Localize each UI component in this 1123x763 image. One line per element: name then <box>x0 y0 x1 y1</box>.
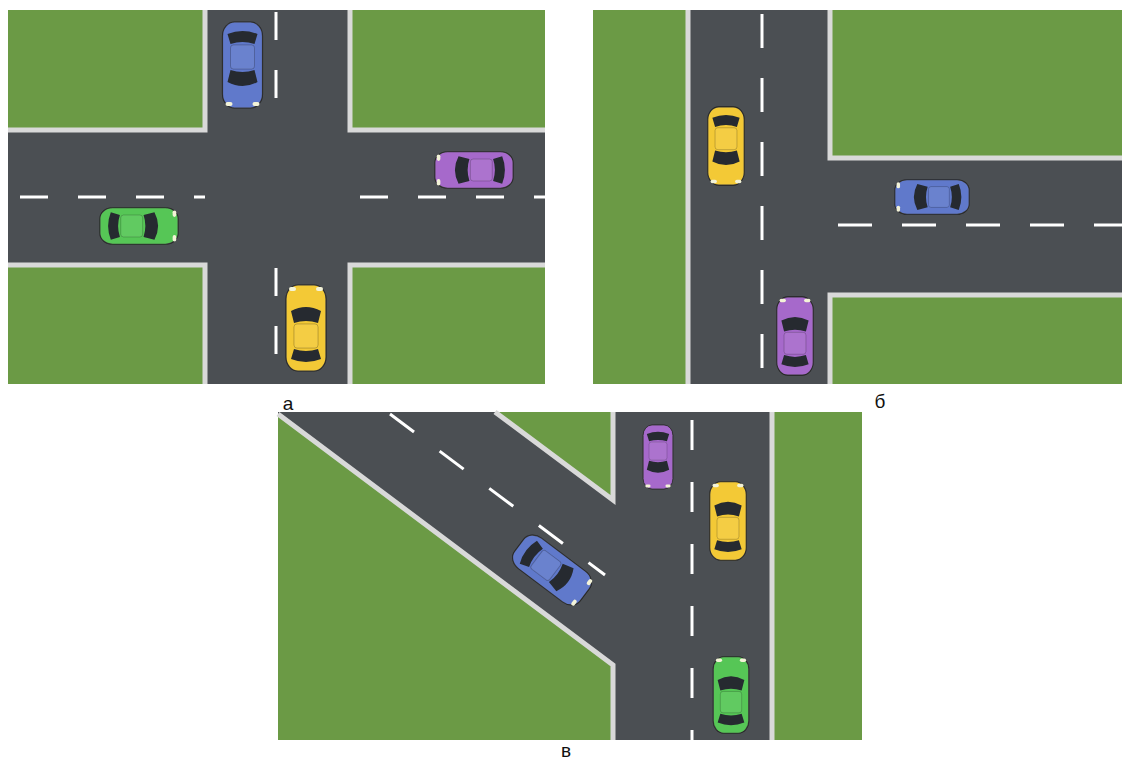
panel-a <box>8 10 545 384</box>
panel-letter: б <box>875 392 886 411</box>
panel-c <box>278 412 862 740</box>
panel-letter: в <box>561 741 571 760</box>
panel-b <box>593 10 1122 384</box>
panel-letter: а <box>283 394 294 413</box>
